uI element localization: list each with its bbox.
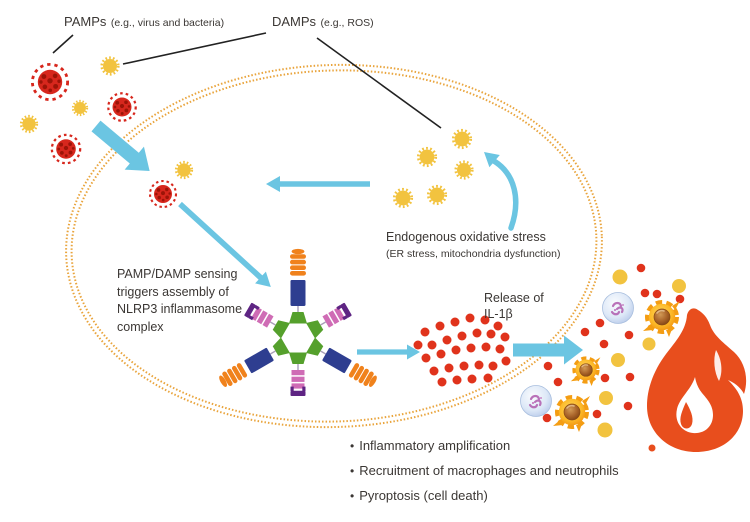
bullet-item: • Recruitment of macrophages and neutroph… [350, 463, 619, 478]
damps-pointer-line-right [316, 37, 442, 129]
bullet-item: • Pyroptosis (cell death) [350, 488, 619, 503]
entry-arrow [86, 114, 160, 183]
inflammasome-spoke-pink [316, 301, 353, 333]
virus-icon-intracellular [148, 179, 178, 209]
macrophage-icon [643, 301, 680, 337]
released-il1b-dots [542, 263, 685, 423]
damp-particles [19, 56, 120, 134]
pamps-pointer-line [52, 34, 74, 54]
leukocyte-icon [601, 291, 635, 325]
damps-pointer-line-left [122, 32, 267, 65]
ros-particle-icon [100, 56, 120, 76]
inflammasome-assembly-label: PAMP/DAMP sensing triggers assembly of N… [117, 267, 243, 334]
il1b-release-label: Release of IL-1β [484, 291, 544, 321]
ros-particle-icon [174, 160, 194, 180]
released-damp-dots [597, 269, 686, 438]
release-arrow [513, 335, 583, 365]
ros-feedback-arrow [266, 176, 370, 192]
pamps-label: PAMPs (e.g., virus and bacteria) [64, 12, 224, 32]
outcome-list: • Inflammatory amplification • Recruitment … [350, 438, 619, 513]
inflammasome-spoke-pink [289, 363, 307, 397]
bullet-marker: • [350, 489, 355, 503]
pointer-lines [52, 32, 442, 129]
il1b-cluster [413, 313, 511, 387]
bullet-marker: • [350, 464, 355, 478]
damps-label: DAMPs (e.g., ROS) [272, 12, 374, 32]
oxidative-stress-arrow [484, 152, 519, 231]
virus-icon [107, 92, 137, 122]
virus-icon [33, 65, 67, 99]
cell-membrane [65, 63, 603, 429]
il1b-production-arrow [357, 344, 420, 360]
oxidative-stress-label: Endogenous oxidative stress (ER stress, … [386, 230, 561, 260]
inflammasome-spoke-blue [289, 248, 307, 313]
bullet-item: • Inflammatory amplification [350, 438, 619, 453]
damps-subtitle: (e.g., ROS) [320, 17, 374, 29]
macrophage-icon [571, 357, 601, 386]
pamps-title: PAMPs [64, 14, 107, 29]
pamps-subtitle: (e.g., virus and bacteria) [110, 17, 225, 29]
macrophage-icon [553, 396, 590, 432]
endogenous-ros-cluster [392, 128, 474, 209]
ros-particle-icon [71, 99, 89, 117]
flame-icon [647, 308, 747, 452]
bullet-marker: • [350, 439, 355, 453]
bullet-text: Recruitment of macrophages and neutrophi… [359, 463, 619, 478]
virus-icon [50, 133, 82, 165]
ros-particle-icon [19, 114, 39, 134]
bullet-text: Pyroptosis (cell death) [359, 488, 488, 503]
inflammasome-spoke-pink [243, 301, 280, 333]
inflammasome-spoke-blue [216, 343, 281, 391]
leukocyte-icon [519, 384, 553, 418]
damps-title: DAMPs [272, 14, 317, 29]
bullet-text: Inflammatory amplification [359, 438, 511, 453]
